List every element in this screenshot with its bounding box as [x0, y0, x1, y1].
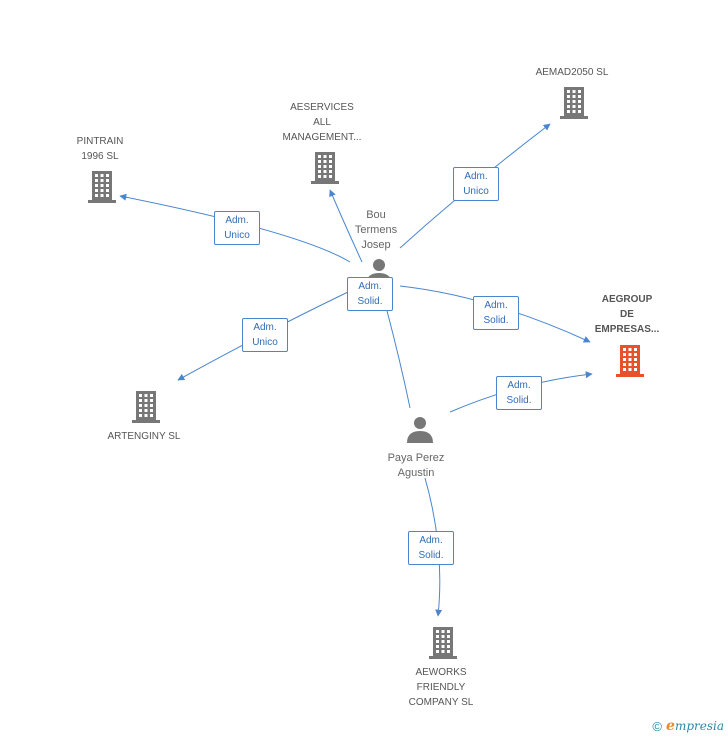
node-label-line: Bou: [366, 209, 386, 221]
node-label-line: Josep: [361, 239, 391, 251]
footer-brand[interactable]: © empresia: [652, 718, 724, 734]
node-label-bou[interactable]: Bou Termens Josep: [336, 208, 416, 253]
building-icon[interactable]: [311, 152, 339, 184]
edge-label-line: Adm.: [358, 281, 382, 292]
building-icon[interactable]: [429, 627, 457, 659]
edge-label-bou-aeservices[interactable]: Adm. Solid.: [347, 277, 393, 311]
node-label-pintrain[interactable]: PINTRAIN 1996 SL: [58, 134, 142, 164]
node-label-line: EMPRESAS...: [594, 324, 660, 335]
node-label-line: ARTENGINY SL: [107, 431, 181, 442]
brand-logo: empresia: [666, 718, 724, 734]
edge-label-line: Unico: [252, 337, 278, 348]
edge-label-bou-artenginy[interactable]: Adm. Unico: [242, 318, 288, 352]
node-label-line: COMPANY SL: [408, 697, 474, 708]
building-icon[interactable]: [616, 345, 644, 377]
edge-bou-aeservices: [329, 189, 363, 263]
edge-label-line: Adm.: [464, 171, 488, 182]
building-icon[interactable]: [132, 391, 160, 423]
node-label-artenginy[interactable]: ARTENGINY SL: [84, 429, 204, 444]
edge-label-line: Solid.: [506, 395, 532, 406]
node-label-line: MANAGEMENT...: [282, 132, 362, 143]
node-label-line: AEWORKS: [415, 667, 467, 678]
node-label-line: Termens: [354, 224, 398, 236]
edge-label-line: Unico: [463, 186, 489, 197]
node-label-aegroup[interactable]: AEGROUP DE EMPRESAS...: [576, 292, 678, 337]
edge-label-line: Solid.: [357, 296, 383, 307]
edge-label-line: Adm.: [507, 380, 531, 391]
node-label-aeservices[interactable]: AESERVICES ALL MANAGEMENT...: [262, 100, 382, 145]
edge-label-bou-aemad[interactable]: Adm. Unico: [453, 167, 499, 201]
edge-label-paya-aegroup[interactable]: Adm. Solid.: [496, 376, 542, 410]
edge-bou-pintrain: [119, 193, 351, 263]
node-label-line: Paya Perez: [387, 452, 445, 464]
person-icon[interactable]: [407, 417, 433, 443]
edge-label-bou-aegroup[interactable]: Adm. Solid.: [473, 296, 519, 330]
edge-label-line: Solid.: [418, 550, 444, 561]
node-label-aeworks[interactable]: AEWORKS FRIENDLY COMPANY SL: [386, 665, 496, 710]
node-label-line: Agustin: [397, 467, 435, 479]
edge-label-line: Adm.: [419, 535, 443, 546]
edge-label-line: Adm.: [253, 322, 277, 333]
node-label-aemad[interactable]: AEMAD2050 SL: [512, 65, 632, 80]
node-label-line: AESERVICES: [290, 102, 354, 113]
node-label-line: 1996 SL: [81, 151, 119, 162]
edge-label-line: Unico: [224, 230, 250, 241]
copyright-icon: ©: [652, 718, 663, 734]
node-label-line: FRIENDLY: [416, 682, 466, 693]
node-label-line: DE: [620, 309, 634, 320]
building-icon[interactable]: [88, 171, 116, 203]
node-label-line: AEMAD2050 SL: [535, 67, 609, 78]
node-label-paya[interactable]: Paya Perez Agustin: [366, 451, 466, 481]
node-label-line: AEGROUP: [601, 294, 653, 305]
edge-label-line: Adm.: [484, 300, 508, 311]
edge-label-line: Solid.: [483, 315, 509, 326]
edge-label-bou-pintrain[interactable]: Adm. Unico: [214, 211, 260, 245]
building-icon[interactable]: [560, 87, 588, 119]
node-label-line: PINTRAIN: [76, 136, 124, 147]
edge-label-line: Adm.: [225, 215, 249, 226]
node-label-line: ALL: [313, 117, 331, 128]
edge-label-paya-aeworks[interactable]: Adm. Solid.: [408, 531, 454, 565]
